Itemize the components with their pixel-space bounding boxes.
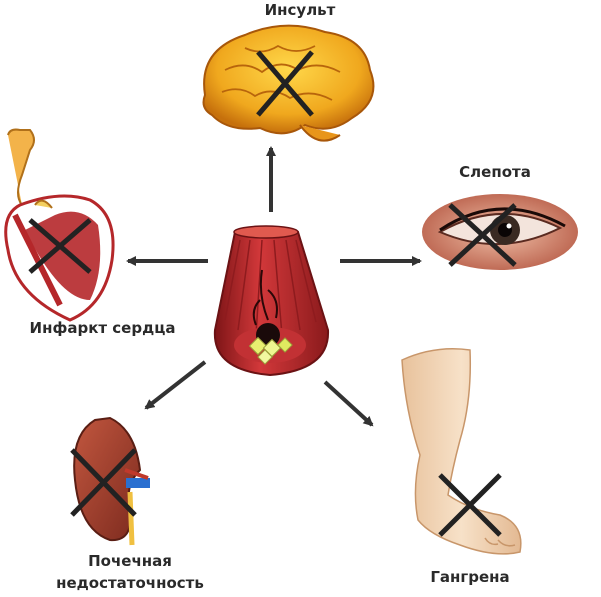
brain-illustration bbox=[202, 24, 375, 142]
cross-icon bbox=[448, 203, 517, 267]
kidney-illustration bbox=[70, 416, 150, 546]
label-gangrene: Гангрена bbox=[430, 568, 510, 586]
plaque-icon bbox=[248, 336, 293, 365]
blood-vessel-illustration bbox=[213, 225, 330, 377]
cross-icon bbox=[70, 448, 137, 517]
cross-icon bbox=[256, 50, 314, 117]
label-stroke: Инсульт bbox=[264, 1, 336, 19]
leg-illustration bbox=[401, 348, 522, 555]
arrow-to-leg bbox=[323, 380, 374, 427]
arrows bbox=[126, 146, 422, 427]
cross-icon bbox=[28, 218, 92, 274]
eye-illustration bbox=[422, 194, 578, 270]
cross-icon bbox=[438, 473, 502, 537]
label-blindness: Слепота bbox=[459, 163, 531, 181]
arrow-to-kidney bbox=[144, 360, 207, 410]
label-kidney-failure-line2: недостаточность bbox=[56, 574, 204, 592]
heart-illustration bbox=[4, 128, 115, 322]
label-heart-attack: Инфаркт сердца bbox=[29, 319, 176, 337]
label-kidney-failure-line1: Почечная bbox=[88, 552, 172, 570]
